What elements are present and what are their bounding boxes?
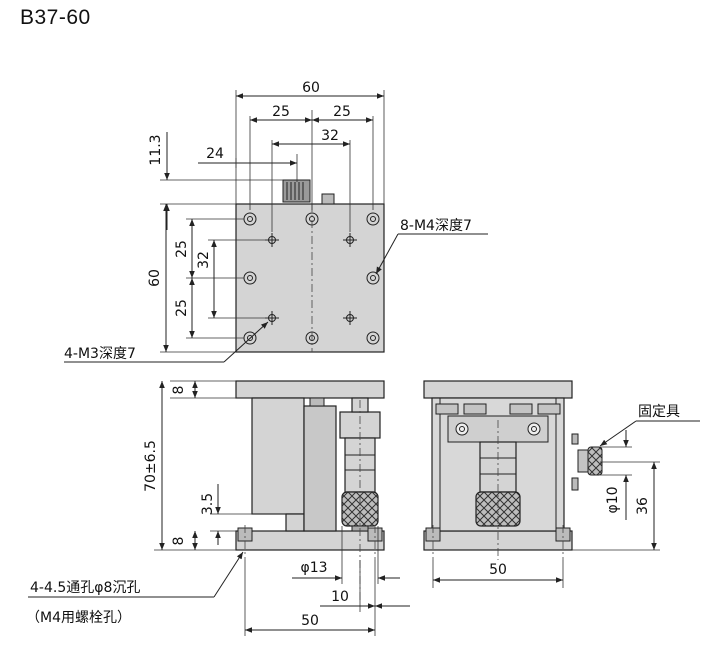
side-view: 8 70±6.5 3.5 8 φ13 10 50 4-4.5通孔φ8沉 — [26, 380, 410, 636]
dim-clamp-height: 36 — [635, 497, 651, 515]
label-clamp: 固定具 — [638, 404, 680, 420]
dim-top-height: 60 — [147, 269, 163, 287]
dim-inner-pitch: 32 — [321, 128, 339, 144]
dim-mount-pitch: 50 — [301, 613, 319, 629]
dim-top-width: 60 — [302, 80, 320, 96]
front-view: 50 固定具 φ10 36 — [423, 380, 700, 588]
dim-offset: 10 — [331, 589, 349, 605]
note-mount-holes: 4-4.5通孔φ8沉孔 — [30, 580, 140, 596]
dim-top-thickness: 8 — [171, 386, 187, 395]
dim-v-inner: 32 — [196, 251, 212, 269]
top-view: 60 25 25 32 24 11.3 60 25 25 32 — [64, 80, 488, 363]
dim-base-thickness: 8 — [171, 537, 187, 546]
drawing-title: B37-60 — [20, 6, 91, 29]
m3-holes — [265, 233, 357, 325]
top-plate — [235, 203, 385, 353]
dim-knob-offset: 24 — [206, 146, 224, 162]
dim-v-upper: 25 — [174, 240, 190, 258]
dim-clamp-dia: φ10 — [605, 486, 621, 513]
dim-half-left: 25 — [272, 104, 290, 120]
note-m3-holes: 4-M3深度7 — [64, 346, 136, 362]
dim-knob-dia: φ13 — [300, 560, 327, 576]
dim-half-right: 25 — [333, 104, 351, 120]
dim-gap: 3.5 — [200, 493, 216, 515]
note-mount-holes-sub: （M4用螺栓孔） — [26, 610, 131, 626]
dim-knob-protrusion: 11.3 — [148, 134, 164, 165]
note-m4-holes: 8-M4深度7 — [400, 218, 472, 234]
dim-front-mount-pitch: 50 — [489, 562, 507, 578]
dim-total-height: 70±6.5 — [143, 440, 159, 492]
dim-v-lower: 25 — [174, 299, 190, 317]
